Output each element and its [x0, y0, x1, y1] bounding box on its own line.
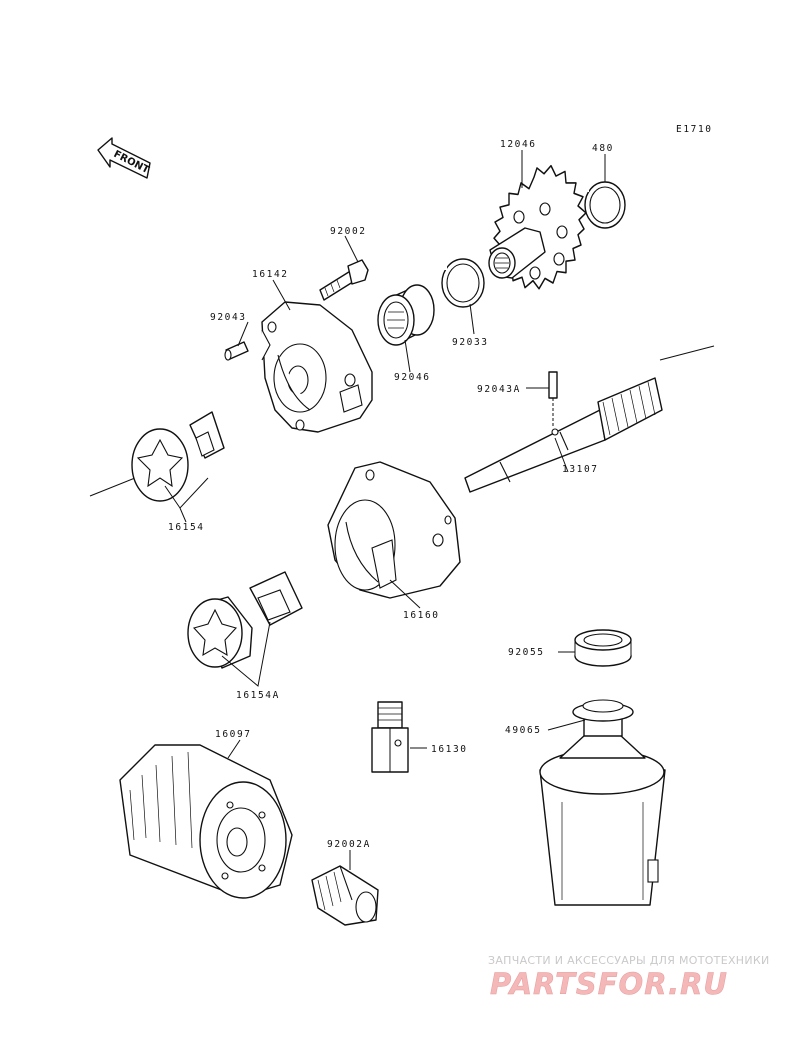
snap-ring-92033-part: [440, 258, 485, 308]
callout-16154A: 16154A: [236, 690, 280, 701]
callout-16142: 16142: [252, 269, 289, 280]
watermark-subtitle: ЗАПЧАСТИ И АКСЕССУАРЫ ДЛЯ МОТОТЕХНИКИ: [488, 954, 770, 967]
pump-cover-16142-part: [261, 301, 373, 433]
callout-16130: 16130: [431, 744, 468, 755]
leader-lines: [164, 150, 606, 870]
watermark-brand: PARTSFOR.RU: [490, 967, 728, 1001]
pump-shaft-13107-part: [464, 345, 715, 493]
callout-92033: 92033: [452, 337, 489, 348]
diagram-ref-code: E1710: [676, 124, 713, 135]
circlip-480-part: [583, 181, 626, 229]
callout-13107: 13107: [562, 464, 599, 475]
nipple-92002A-part: [311, 865, 379, 926]
bolt-92002-part: [319, 259, 369, 301]
filter-wrench-49065-part: [539, 699, 666, 906]
callout-92046: 92046: [394, 372, 431, 383]
watermark: ЗАПЧАСТИ И АКСЕССУАРЫ ДЛЯ МОТОТЕХНИКИ PA…: [488, 954, 770, 1001]
callout-49065: 49065: [505, 725, 542, 736]
pump-body-16160-part: [327, 461, 461, 599]
front-arrow-icon: FRONT: [97, 137, 151, 179]
oring-92055-part: [574, 629, 632, 667]
callout-16154: 16154: [168, 522, 205, 533]
callout-92043A: 92043A: [477, 384, 521, 395]
dowel-pin-92043-part: [224, 341, 249, 361]
callout-labels: 12046 480 92002 16142 92043 92033 92046 …: [168, 139, 614, 850]
callout-480: 480: [592, 143, 614, 154]
fitting-16130-part: [371, 701, 409, 773]
callout-16097: 16097: [215, 729, 252, 740]
bushing-92046-part: [377, 284, 435, 346]
callout-92043: 92043: [210, 312, 247, 323]
callout-92055: 92055: [508, 647, 545, 658]
rotor-16154A-part: [187, 571, 303, 669]
callout-12046: 12046: [500, 139, 537, 150]
callout-16160: 16160: [403, 610, 440, 621]
rotor-16154-part: [89, 411, 225, 502]
oil-filter-16097-part: [119, 744, 293, 899]
pin-92043A-part: [548, 371, 558, 428]
callout-92002A: 92002A: [327, 839, 371, 850]
sprocket-gear-part: [488, 164, 587, 290]
callout-92002: 92002: [330, 226, 367, 237]
